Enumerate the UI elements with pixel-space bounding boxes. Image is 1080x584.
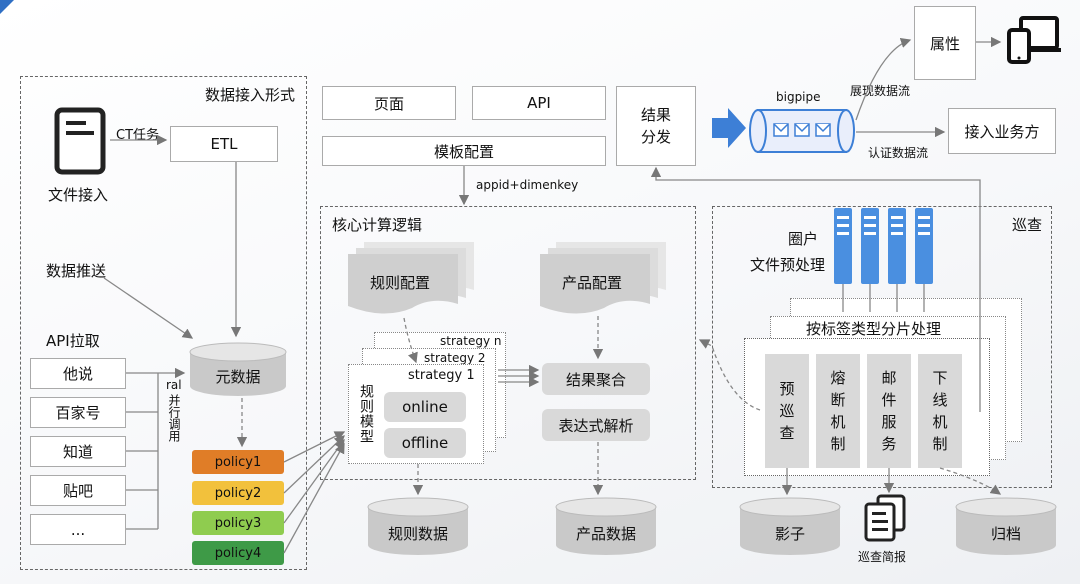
- show-flow-label: 展现数据流: [850, 84, 911, 98]
- source-more: ...: [30, 514, 126, 545]
- policy3-box: policy3: [192, 511, 284, 535]
- patrol-report-label: 巡查简报: [858, 550, 907, 564]
- result-distribute-box: 结果分发: [616, 86, 696, 166]
- shadow-label: 影子: [774, 525, 805, 543]
- source-baijiahao: 百家号: [30, 397, 126, 428]
- file-icon: [54, 107, 106, 175]
- source-zhidao: 知道: [30, 436, 126, 467]
- pre-patrol-label: 预巡查: [779, 380, 795, 442]
- mail-service-column: 邮件服务: [867, 354, 911, 468]
- offline-box: offline: [384, 428, 466, 458]
- data-access-panel: [20, 76, 307, 570]
- parallel-prefix: ral: [166, 378, 182, 392]
- rule-data-label: 规则数据: [387, 525, 448, 543]
- template-config-box: 模板配置: [322, 136, 606, 166]
- parallel-call-label: 并行调用: [167, 394, 181, 442]
- source-tieba: 贴吧: [30, 475, 126, 506]
- server-icon: [834, 208, 934, 288]
- etl-box: ETL: [170, 126, 278, 162]
- page-box: 页面: [322, 86, 456, 120]
- offline-mech-label: 下线机制: [932, 369, 948, 453]
- corner-mark: [0, 0, 14, 14]
- product-data-cylinder: 产品数据: [554, 497, 658, 557]
- source-tashuo: 他说: [30, 358, 126, 389]
- distribute-arrow: [712, 108, 746, 152]
- metadata-label: 元数据: [215, 368, 261, 386]
- devices-icon: [1005, 14, 1061, 70]
- shard-label: 按标签类型分片处理: [806, 320, 942, 338]
- archive-label: 归档: [990, 525, 1021, 543]
- strategy-2-label: strategy 2: [424, 351, 486, 365]
- offline-mech-column: 下线机制: [918, 354, 962, 468]
- metadata-cylinder: 元数据: [188, 342, 288, 398]
- rule-config-label: 规则配置: [370, 274, 431, 292]
- api-box: API: [472, 86, 606, 120]
- strategy-1-label: strategy 1: [408, 368, 475, 383]
- patrol-title: 巡查: [1012, 216, 1043, 234]
- policy4-box: policy4: [192, 541, 284, 565]
- result-merge-box: 结果聚合: [542, 363, 650, 395]
- data-access-title: 数据接入形式: [205, 86, 296, 104]
- rule-config-doc: 规则配置: [348, 242, 478, 318]
- ct-task-label: CT任务: [116, 128, 160, 143]
- access-business-box: 接入业务方: [948, 108, 1056, 154]
- rule-model-label: 规则模型: [358, 384, 374, 444]
- product-data-label: 产品数据: [575, 525, 636, 543]
- bigpipe-pipe: [748, 108, 856, 158]
- core-logic-title: 核心计算逻辑: [332, 216, 423, 234]
- api-pull-label: API拉取: [46, 332, 100, 350]
- strategy-n-label: strategy n: [440, 334, 502, 348]
- result-distribute-label: 结果分发: [640, 106, 671, 146]
- circuit-breaker-label: 熔断机制: [830, 369, 846, 453]
- circuit-breaker-column: 熔断机制: [816, 354, 860, 468]
- product-config-label: 产品配置: [562, 274, 623, 292]
- appid-dimenkey-label: appid+dimenkey: [476, 178, 579, 192]
- auth-flow-label: 认证数据流: [868, 146, 929, 160]
- attribute-box: 属性: [914, 6, 976, 80]
- online-box: online: [384, 392, 466, 422]
- policy1-box: policy1: [192, 450, 284, 474]
- product-config-doc: 产品配置: [540, 242, 670, 318]
- policy2-box: policy2: [192, 481, 284, 505]
- rule-data-cylinder: 规则数据: [366, 497, 470, 557]
- data-push-label: 数据推送: [46, 262, 107, 280]
- mail-service-label: 邮件服务: [881, 369, 897, 453]
- archive-cylinder: 归档: [954, 497, 1058, 557]
- file-preprocess-label: 文件预处理: [750, 256, 826, 274]
- bigpipe-label: bigpipe: [776, 90, 821, 104]
- pre-patrol-column: 预巡查: [765, 354, 809, 468]
- circle-user-label: 圈户: [788, 230, 819, 248]
- report-doc-icon: [862, 494, 908, 548]
- shadow-cylinder: 影子: [738, 497, 842, 557]
- expression-parse-box: 表达式解析: [542, 409, 650, 441]
- file-access-label: 文件接入: [48, 186, 109, 204]
